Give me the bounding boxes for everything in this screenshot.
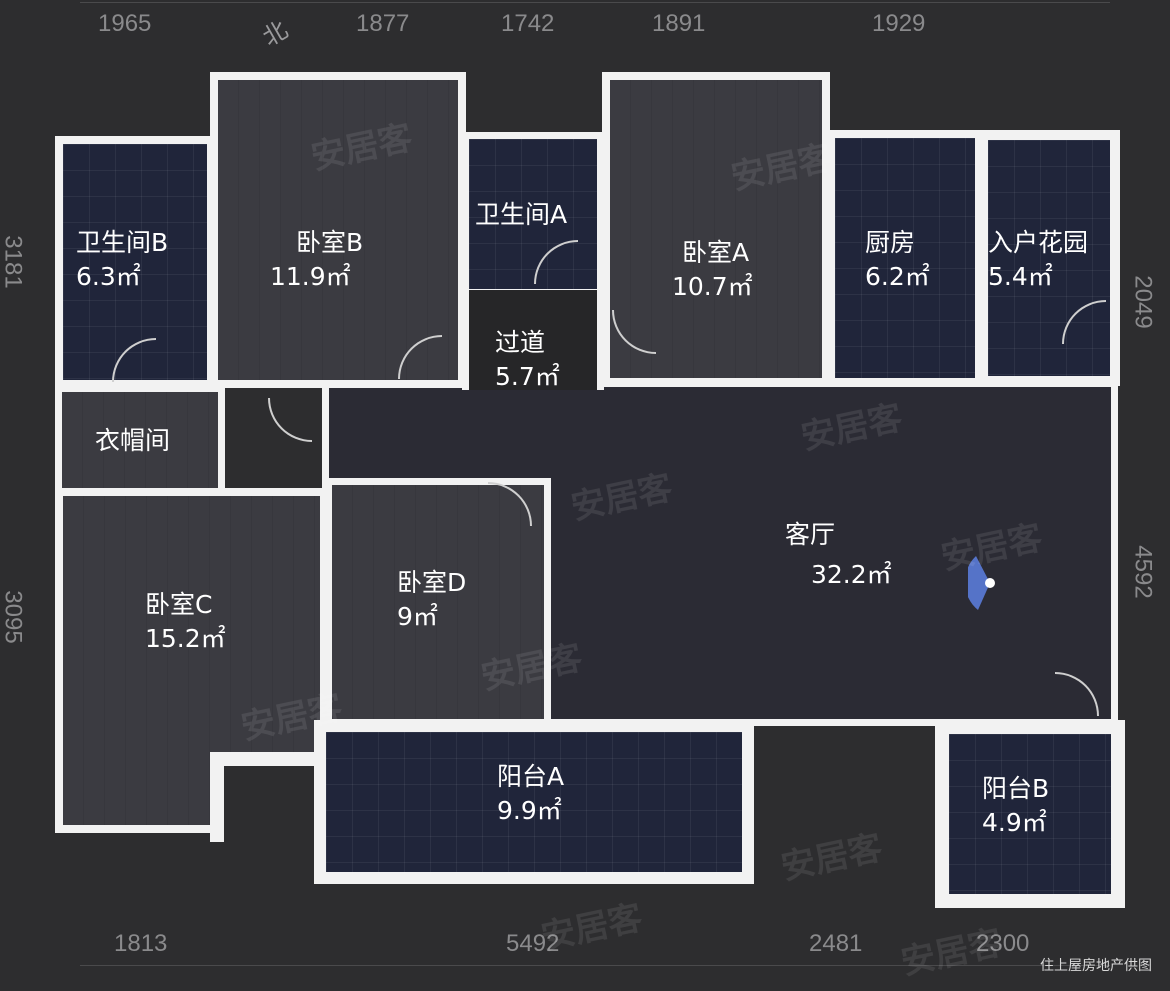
- door-bedroom-c: [268, 398, 312, 442]
- dim-right-2: 4592: [1129, 545, 1157, 599]
- watermark: 安居客: [537, 897, 646, 959]
- top-dimension-line: [80, 2, 1110, 3]
- label-bathroom-a: 卫生间A: [475, 200, 568, 229]
- dim-top-2: 1877: [356, 10, 410, 37]
- dim-bottom-1: 1813: [114, 930, 168, 957]
- dim-top-4: 1891: [652, 10, 706, 37]
- bedroom-c-notch: [210, 752, 322, 842]
- watermark: 安居客: [897, 922, 1006, 984]
- credit-text: 住上屋房地产供图: [1040, 958, 1152, 974]
- room-bathroom-a: [462, 132, 604, 296]
- bottom-dimension-line: [80, 965, 1110, 966]
- dim-top-3: 1742: [501, 10, 555, 37]
- north-label: 北: [258, 16, 293, 52]
- dim-left-2: 3095: [0, 590, 27, 644]
- dim-left-1: 3181: [0, 235, 27, 289]
- room-bathroom-b: [55, 136, 215, 388]
- dim-top-5: 1929: [872, 10, 926, 37]
- dim-bottom-3: 2481: [809, 930, 863, 957]
- view-direction-icon: [968, 556, 995, 610]
- label-closet: 衣帽间: [95, 426, 171, 455]
- dim-bottom-4: 2300: [976, 930, 1030, 957]
- room-corridor: [462, 290, 604, 390]
- dim-top-1: 1965: [98, 10, 152, 37]
- room-balcony-a: [314, 720, 754, 884]
- room-balcony-b: [935, 720, 1125, 908]
- dim-right-1: 2049: [1129, 275, 1157, 329]
- watermark: 安居客: [777, 827, 886, 889]
- room-bedroom-a: [602, 72, 830, 386]
- room-kitchen: [827, 130, 983, 386]
- dim-bottom-2: 5492: [506, 930, 560, 957]
